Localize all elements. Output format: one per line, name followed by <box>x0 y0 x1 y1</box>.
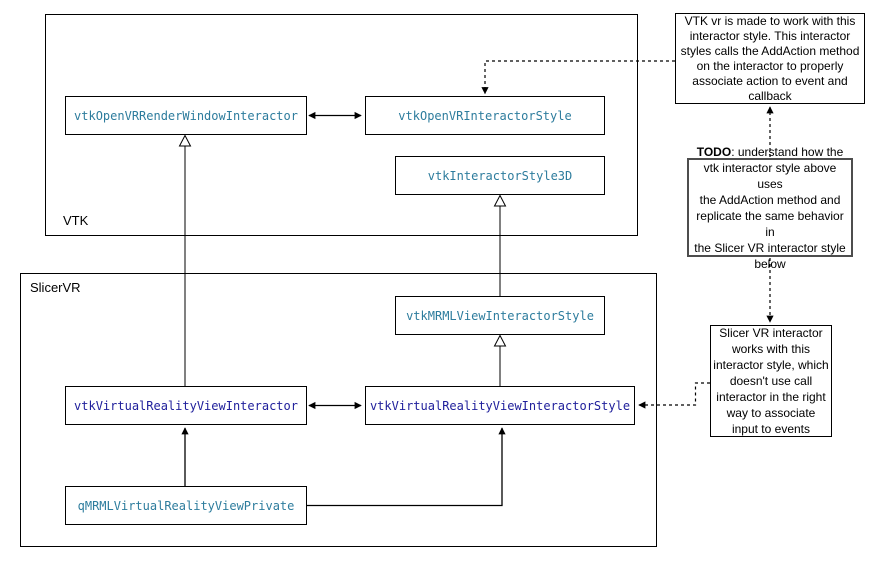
class-box-vtkvirtualrealityviewinteractor: vtkVirtualRealityViewInteractor <box>65 386 307 425</box>
class-name: vtkInteractorStyle3D <box>427 168 573 183</box>
class-box-vtkvirtualrealityviewinteractorstyle: vtkVirtualRealityViewInteractorStyle <box>365 386 635 425</box>
note-text: VTK vr is made to work with this interac… <box>680 13 860 103</box>
note-todo: TODO: understand how the vtk interactor … <box>687 145 853 271</box>
class-name: qMRMLVirtualRealityViewPrivate <box>77 498 295 513</box>
note-text: : understand how the vtk interactor styl… <box>694 144 846 271</box>
class-name: vtkOpenVRRenderWindowInteractor <box>74 108 298 123</box>
group-slicervr: SlicerVR <box>20 273 657 547</box>
note-slicer-vr-interactor: Slicer VR interactor works with this int… <box>710 325 832 437</box>
class-box-qmrmlvirtualrealityviewprivate: qMRMLVirtualRealityViewPrivate <box>65 486 307 525</box>
class-name: vtkVirtualRealityViewInteractorStyle <box>369 398 631 413</box>
note-vtk-interactor-style: VTK vr is made to work with this interac… <box>675 13 865 104</box>
group-label-vtk: VTK <box>63 213 89 228</box>
group-vtk: VTK <box>45 14 638 236</box>
todo-bold-label: TODO <box>696 144 732 159</box>
group-label-slicervr: SlicerVR <box>30 280 81 295</box>
class-box-vtkinteractorstyle3d: vtkInteractorStyle3D <box>395 156 605 195</box>
class-box-vtkmrmlviewinteractorstyle: vtkMRMLViewInteractorStyle <box>395 296 605 335</box>
class-name: vtkVirtualRealityViewInteractor <box>74 398 298 413</box>
class-box-vtkopenvrrenderwindowinteractor: vtkOpenVRRenderWindowInteractor <box>65 96 307 135</box>
note-text: Slicer VR interactor works with this int… <box>713 326 829 436</box>
class-name: vtkOpenVRInteractorStyle <box>398 108 572 123</box>
class-name: vtkMRMLViewInteractorStyle <box>406 308 594 323</box>
class-box-vtkopenvrinteractorstyle: vtkOpenVRInteractorStyle <box>365 96 605 135</box>
